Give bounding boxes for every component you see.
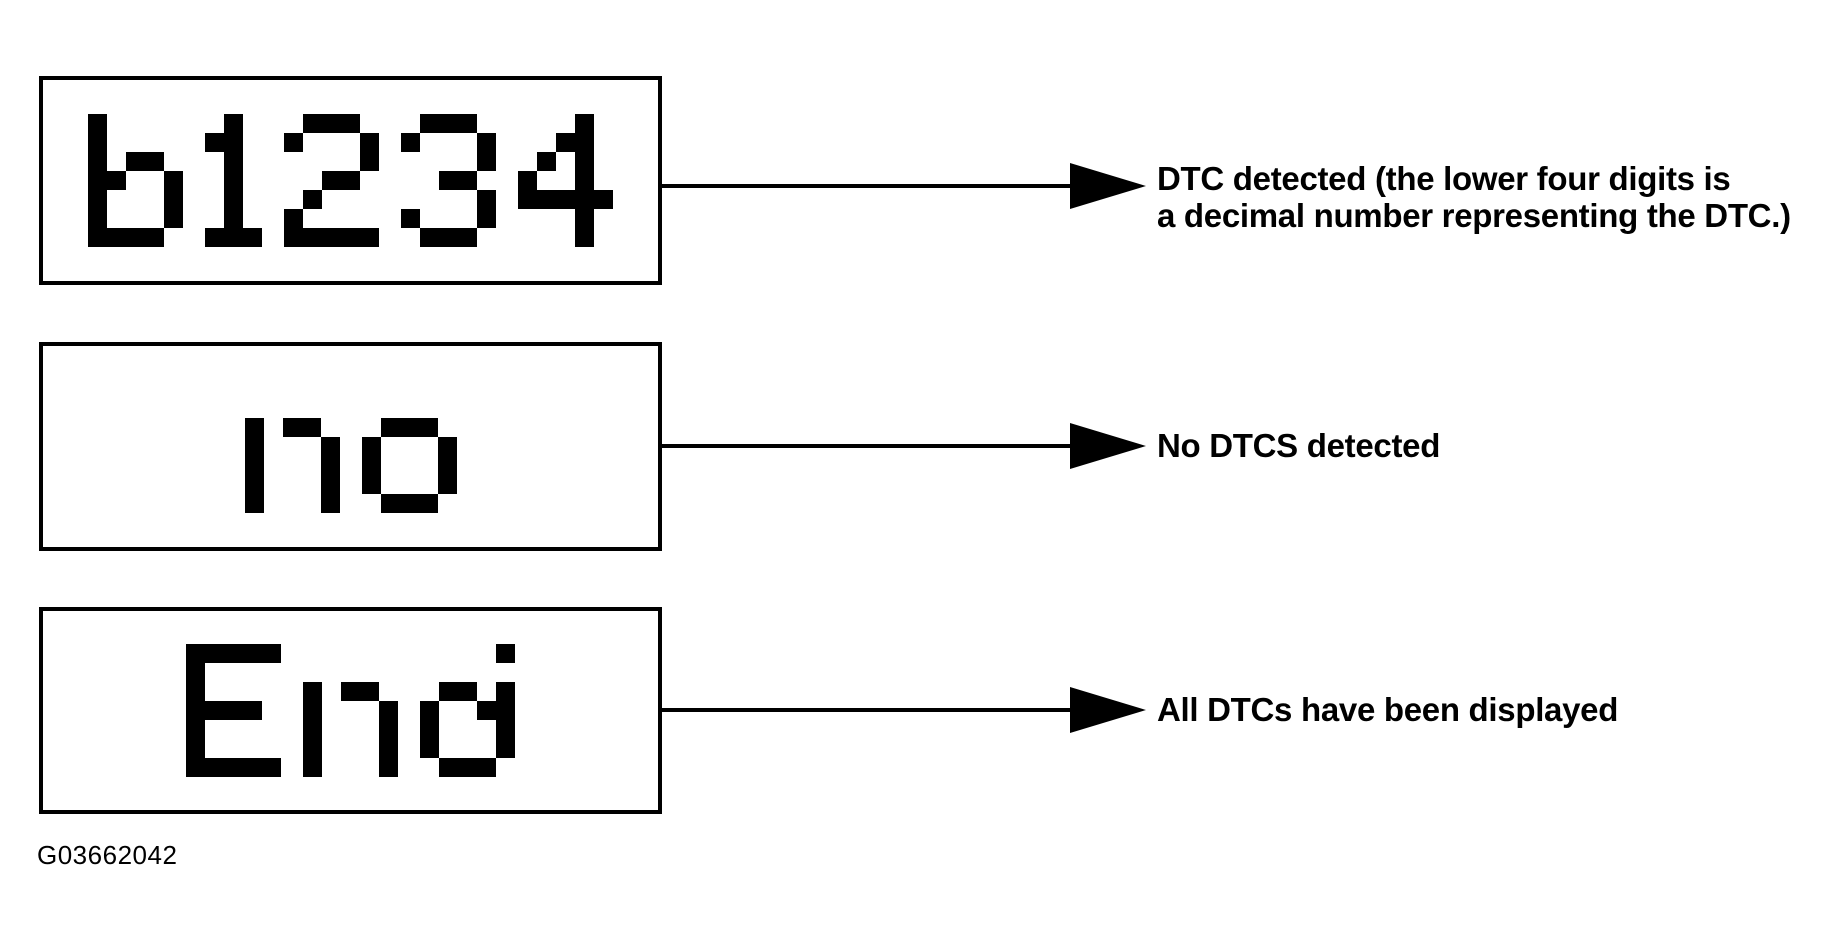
arrowhead-icon [1070, 687, 1146, 733]
figure-code: G03662042 [37, 840, 178, 870]
label-line: a decimal number representing the DTC.) [1157, 197, 1791, 234]
lcd-char-n [303, 644, 398, 777]
lcd-char-o [361, 380, 457, 513]
lcd-display-text-dtc [88, 114, 613, 247]
arrow-line [660, 444, 1074, 448]
arrowhead-icon [1070, 163, 1146, 209]
lcd-display-text-no [244, 380, 457, 513]
lcd-char-4 [518, 114, 613, 247]
lcd-display-box-dtc [39, 76, 662, 285]
lcd-display-text-end [186, 644, 515, 777]
lcd-char-2 [284, 114, 379, 247]
lcd-display-box-no [39, 342, 662, 551]
label-no-dtcs: No DTCS detected [1157, 427, 1440, 464]
arrow-line [660, 708, 1074, 712]
arrowhead-icon [1070, 423, 1146, 469]
label-line: All DTCs have been displayed [1157, 691, 1619, 728]
lcd-char-d [420, 644, 515, 777]
lcd-char-n [244, 380, 340, 513]
lcd-char-3 [401, 114, 496, 247]
lcd-char-1 [205, 114, 262, 247]
lcd-display-box-end [39, 607, 662, 814]
label-line: DTC detected (the lower four digits is [1157, 160, 1731, 197]
lcd-char-b [88, 114, 183, 247]
label-line: No DTCS detected [1157, 427, 1441, 464]
arrow-line [660, 184, 1074, 188]
label-all-dtcs-displayed: All DTCs have been displayed [1157, 691, 1618, 728]
label-dtc-detected: DTC detected (the lower four digits is a… [1157, 160, 1791, 234]
lcd-char-E [186, 644, 281, 777]
